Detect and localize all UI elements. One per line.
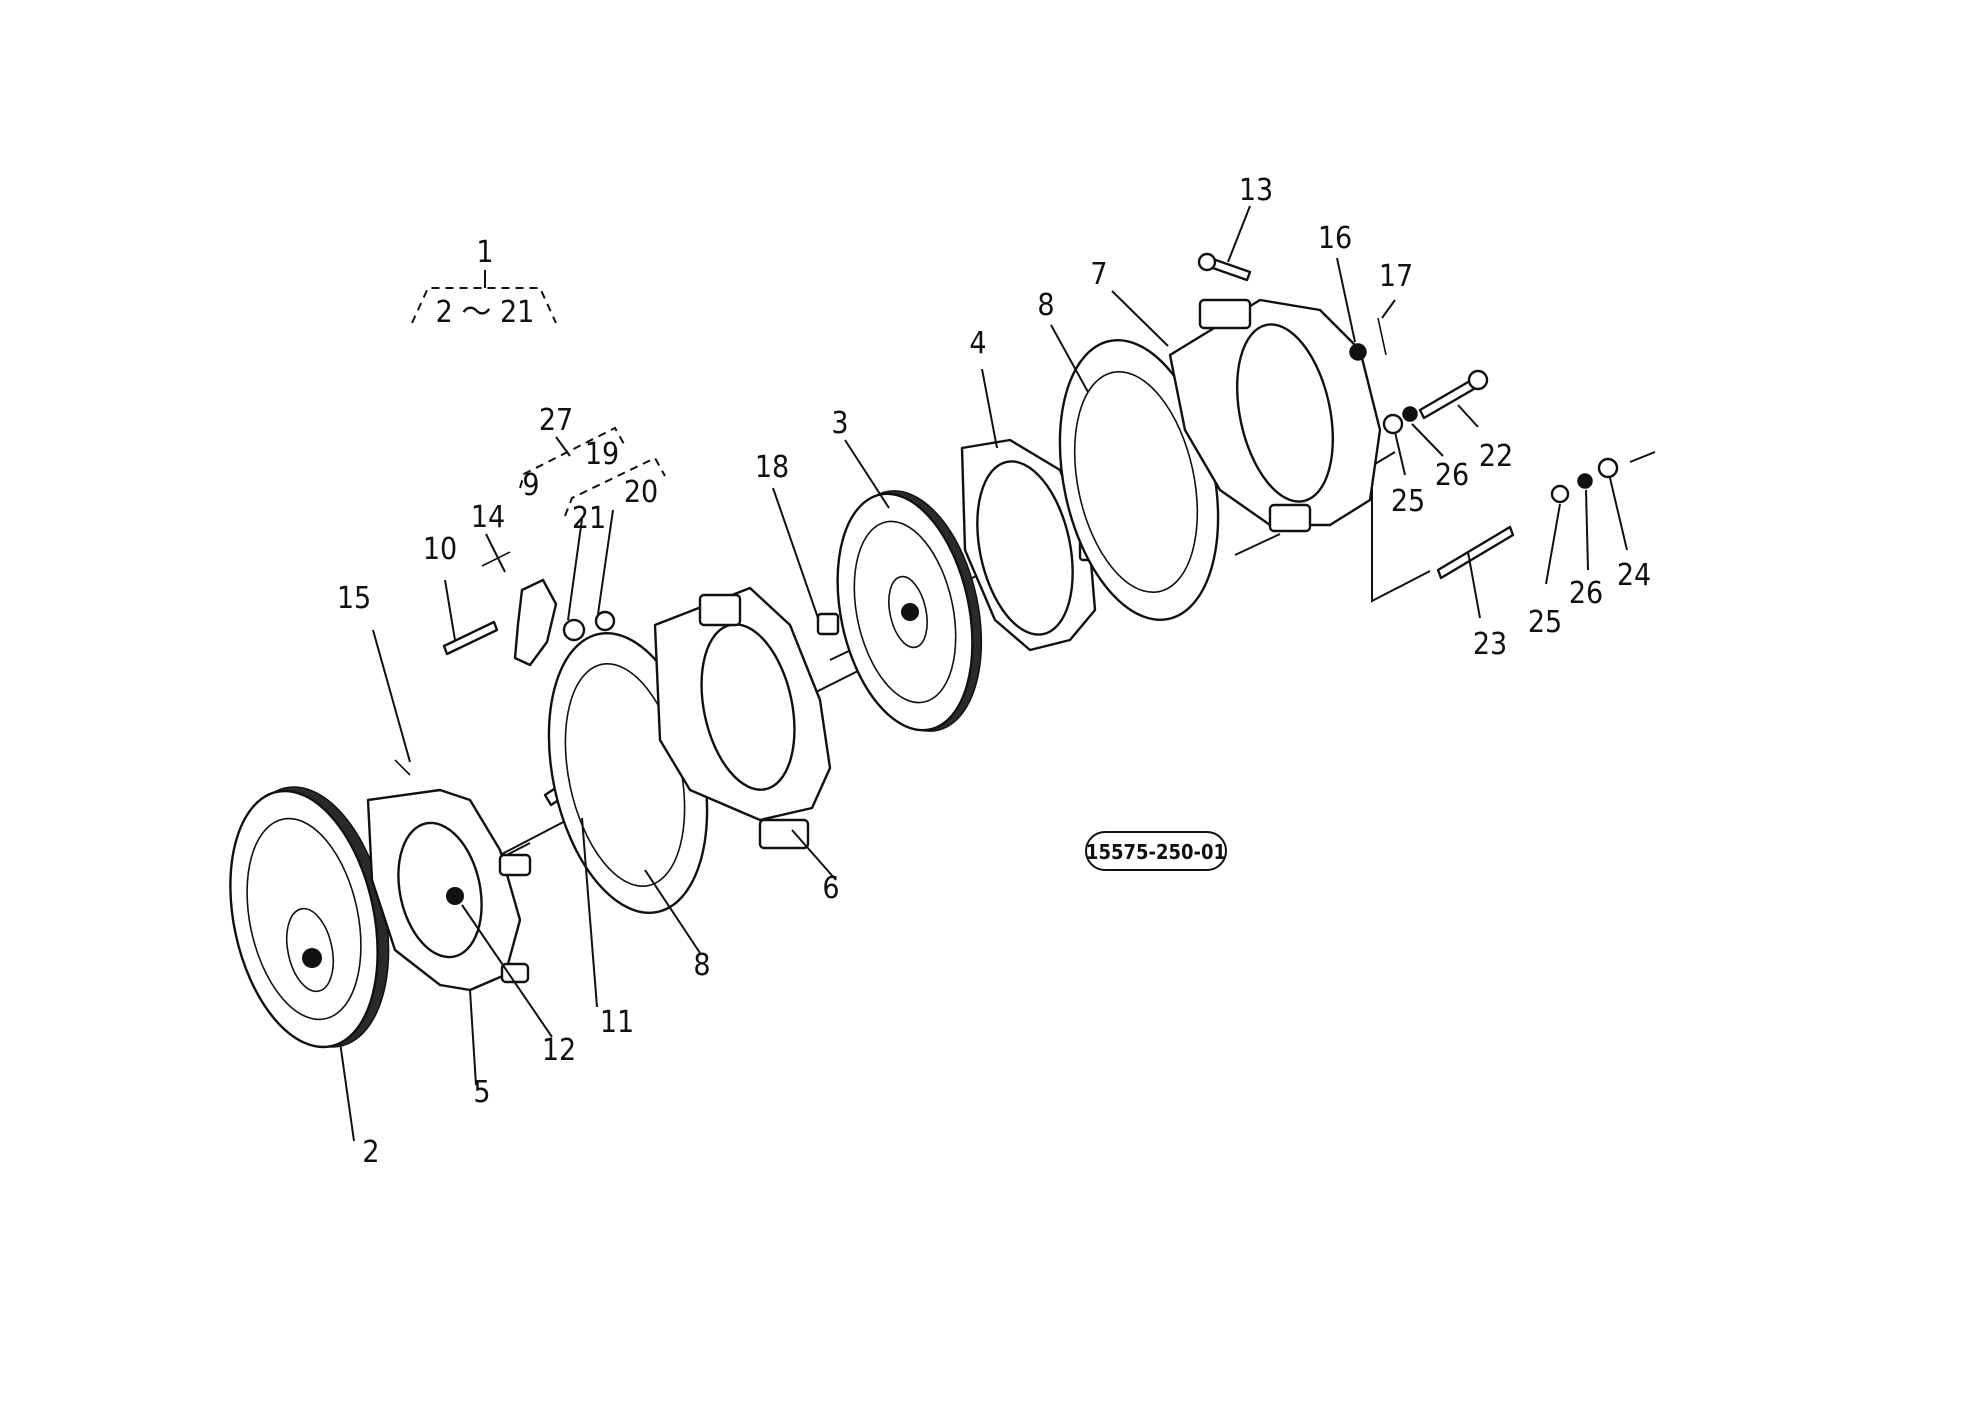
callout-26-upper: 26 (1435, 458, 1469, 493)
lever-pins (394, 551, 616, 776)
group-range-2-21: 2 ～ 21 (436, 295, 535, 330)
callout-11: 11 (600, 1005, 634, 1040)
group-bracket-1: 1 2 ～ 21 (411, 235, 557, 330)
callout-21: 21 (572, 501, 606, 536)
hardware (1197, 252, 1619, 580)
callout-20: 20 (624, 475, 658, 510)
callout-13: 13 (1239, 173, 1273, 208)
callout-6: 6 (822, 871, 839, 906)
callout-15: 15 (337, 581, 371, 616)
release-carrier (653, 586, 832, 850)
callout-24: 24 (1617, 558, 1651, 593)
callout-1: 1 (476, 235, 493, 270)
callout-16: 16 (1318, 221, 1352, 256)
callout-12: 12 (542, 1033, 576, 1068)
clutch-housing (1168, 298, 1382, 533)
callout-25-upper: 25 (1391, 484, 1425, 519)
callout-3: 3 (831, 406, 848, 441)
callout-25-lower: 25 (1528, 605, 1562, 640)
clutch-disc-rear (836, 490, 983, 732)
drawing-number: 15575-250-01 (1086, 840, 1226, 864)
pressure-plate (366, 788, 532, 992)
friction-ring-rear (1058, 339, 1220, 621)
callout-8-rear: 8 (1037, 288, 1054, 323)
group-bracket-19: 19 (564, 437, 666, 517)
callout-23: 23 (1473, 627, 1507, 662)
callout-26-lower: 26 (1569, 576, 1603, 611)
callout-8-front: 8 (693, 948, 710, 983)
callout-2: 2 (362, 1135, 379, 1170)
callout-27: 27 (539, 403, 573, 438)
group-bracket-27: 27 (519, 403, 625, 489)
callout-19: 19 (585, 437, 619, 472)
callout-14: 14 (471, 500, 505, 535)
callout-10: 10 (423, 532, 457, 567)
callout-9: 9 (522, 468, 539, 503)
callout-7: 7 (1090, 257, 1107, 292)
callout-4: 4 (969, 326, 986, 361)
callouts: 2 3 4 5 6 7 8 8 9 10 11 12 13 14 15 16 1… (337, 173, 1651, 1170)
intermediate-plate (960, 438, 1104, 652)
callout-22: 22 (1479, 439, 1513, 474)
clutch-disc-front (229, 786, 390, 1049)
leader-lines (339, 205, 1628, 1142)
callout-18: 18 (755, 450, 789, 485)
callout-5: 5 (473, 1075, 490, 1110)
drawing-number-badge: 15575-250-01 (1085, 831, 1227, 871)
callout-17: 17 (1379, 259, 1413, 294)
bushing-18 (816, 612, 840, 636)
